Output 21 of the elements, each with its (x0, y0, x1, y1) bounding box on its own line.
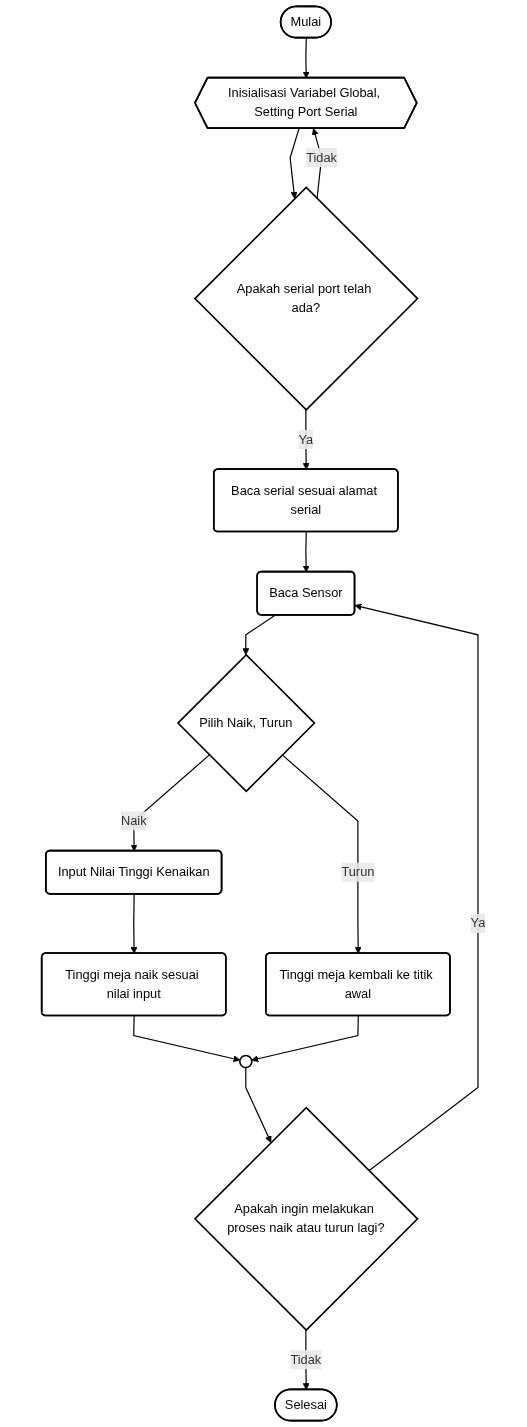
arrow (289, 127, 300, 199)
arrow (133, 1015, 241, 1063)
arrow (130, 893, 138, 954)
edge-label: Ya (298, 432, 314, 446)
arrow (302, 409, 310, 470)
arrow (242, 614, 276, 656)
arrow (245, 1066, 272, 1143)
edge-label: Turun (341, 865, 375, 879)
node-diamond: Pilih Naik, Turun (176, 653, 316, 793)
edge-label: Ya (470, 916, 486, 930)
arrow (354, 603, 479, 1172)
arrow (281, 754, 362, 954)
edge-label: Naik (120, 813, 147, 828)
node-diamond: Apakah ingin melakukan proses naik atau turun lagi? (193, 1106, 419, 1332)
node-diamond: Apakah serial port telah ada? (193, 186, 419, 412)
arrow (251, 1015, 359, 1063)
arrow (302, 37, 310, 79)
edge-label: Tidak (290, 1352, 322, 1367)
edge-label: Tidak (306, 150, 337, 165)
node-circle (239, 1054, 253, 1069)
arrow (302, 531, 310, 573)
